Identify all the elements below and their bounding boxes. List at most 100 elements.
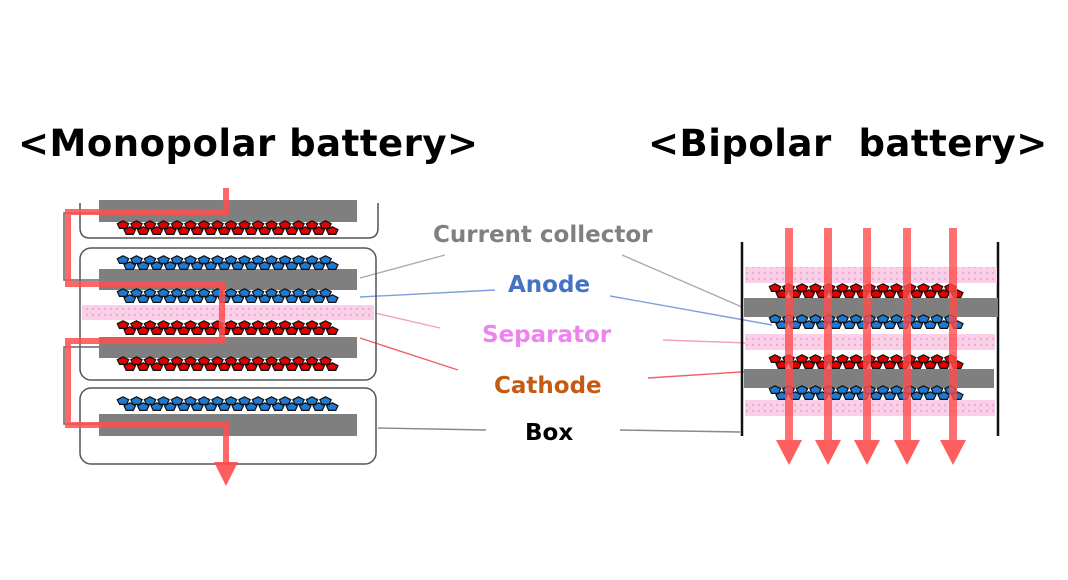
- particle: [910, 289, 924, 298]
- particle: [184, 255, 197, 264]
- particle: [224, 320, 238, 329]
- particle: [251, 288, 265, 297]
- particle: [177, 326, 191, 335]
- particle: [231, 362, 245, 371]
- particle: [298, 362, 312, 371]
- particle: [869, 391, 883, 400]
- particle: [136, 294, 150, 303]
- label-separator: Separator: [482, 322, 612, 348]
- particle: [890, 283, 903, 292]
- particle: [883, 360, 897, 369]
- particle: [937, 289, 951, 298]
- particle: [265, 320, 278, 329]
- leader-anode-left: [359, 289, 496, 298]
- particle: [170, 396, 184, 405]
- particle: [224, 255, 238, 264]
- particle: [809, 314, 822, 323]
- particle: [130, 320, 143, 329]
- particle: [305, 220, 319, 229]
- particle: [258, 402, 272, 411]
- particle: [890, 354, 903, 363]
- particle: [836, 385, 849, 394]
- particle: [130, 220, 143, 229]
- particle: [298, 261, 312, 270]
- particle: [211, 356, 224, 365]
- particle: [917, 314, 930, 323]
- leader-separator-left: [374, 312, 441, 329]
- separator-band: [82, 305, 374, 320]
- particle: [937, 391, 951, 400]
- particle: [312, 226, 326, 235]
- particle: [809, 283, 822, 292]
- leader-box-left: [377, 427, 487, 431]
- leader-anode-right: [609, 295, 773, 326]
- particle: [157, 288, 170, 297]
- monopolar-title: <Monopolar battery>: [18, 122, 479, 165]
- particle: [136, 326, 150, 335]
- particle: [883, 289, 897, 298]
- particle: [319, 288, 332, 297]
- particle: [849, 314, 863, 323]
- particle: [231, 294, 245, 303]
- particle: [150, 402, 164, 411]
- particle: [116, 396, 130, 405]
- leader-current-collector-right: [621, 254, 743, 308]
- particle: [325, 326, 339, 335]
- particle: [143, 356, 157, 365]
- particle: [244, 294, 258, 303]
- particle: [930, 354, 944, 363]
- particle: [917, 283, 930, 292]
- particle: [231, 402, 245, 411]
- particle: [204, 261, 218, 270]
- particle: [170, 320, 184, 329]
- particle: [116, 255, 130, 264]
- particle: [251, 255, 265, 264]
- particle: [910, 320, 924, 329]
- particle: [163, 326, 177, 335]
- particle: [312, 326, 326, 335]
- particle: [184, 288, 197, 297]
- particle: [312, 294, 326, 303]
- particle: [292, 320, 305, 329]
- particle: [190, 261, 204, 270]
- particle: [292, 255, 305, 264]
- particle: [836, 354, 849, 363]
- particle: [258, 362, 272, 371]
- particle: [157, 255, 170, 264]
- anode-layer: [116, 396, 339, 411]
- current-arrow-head: [214, 462, 238, 486]
- particle: [157, 220, 170, 229]
- particle: [204, 362, 218, 371]
- particle: [271, 226, 285, 235]
- monopolar-battery: [63, 188, 379, 486]
- particle: [238, 220, 251, 229]
- particle: [298, 402, 312, 411]
- particle: [325, 402, 339, 411]
- current-arrow-head: [940, 440, 966, 465]
- particle: [177, 261, 191, 270]
- particle: [150, 261, 164, 270]
- leader-separator-right: [662, 339, 749, 344]
- particle: [298, 326, 312, 335]
- current-arrow-shaft: [824, 228, 832, 440]
- particle: [184, 396, 197, 405]
- particle: [768, 314, 782, 323]
- bipolar-title: <Bipolar battery>: [648, 122, 1048, 165]
- particle: [265, 288, 278, 297]
- particle: [190, 326, 204, 335]
- particle: [231, 261, 245, 270]
- particle: [130, 255, 143, 264]
- leader-box-right: [619, 429, 741, 433]
- particle: [136, 261, 150, 270]
- particle: [265, 255, 278, 264]
- particle: [190, 402, 204, 411]
- particle: [197, 320, 211, 329]
- particle: [842, 289, 856, 298]
- particle: [204, 294, 218, 303]
- particle: [836, 314, 849, 323]
- particle: [163, 261, 177, 270]
- particle: [244, 362, 258, 371]
- particle: [849, 354, 863, 363]
- particle: [836, 283, 849, 292]
- current-arrow-shaft: [903, 228, 911, 440]
